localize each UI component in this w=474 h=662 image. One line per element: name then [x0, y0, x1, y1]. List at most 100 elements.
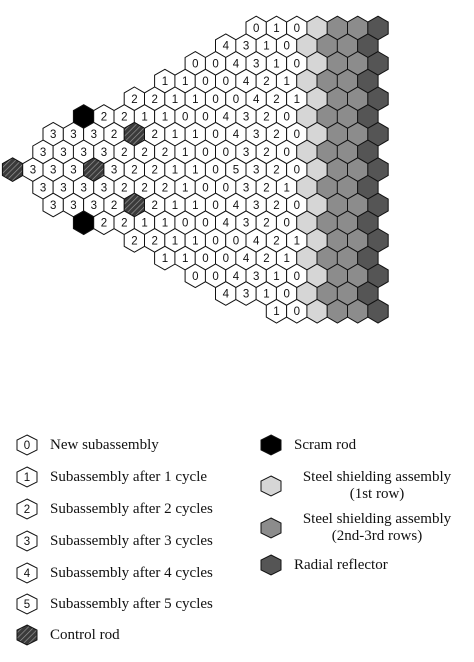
legend-steel-shielding-2nd-3rd-rows: Steel shielding assembly (2nd-3rd rows)	[258, 510, 462, 546]
svg-text:4: 4	[24, 568, 31, 580]
fuel-cycle-label-r1-c0: 4	[223, 41, 230, 53]
legend-label-radial-reflector: Radial reflector	[294, 556, 388, 573]
fuel-cycle-label-r9-c5: 2	[141, 182, 147, 194]
scram-rod-hexagon-icon	[260, 434, 282, 456]
fuel-cycle-label-r7-c4: 2	[121, 147, 127, 159]
fuel-cycle-label-r7-c2: 3	[80, 147, 86, 159]
fuel-cycle-label-r9-c7: 1	[182, 182, 188, 194]
fuel-cycle-label-r10-c3: 2	[111, 200, 117, 212]
fuel-cycle-label-r6-c1: 3	[70, 129, 76, 141]
fuel-cycle-label-r9-c12: 1	[283, 182, 289, 194]
legend-scram-rod: Scram rod	[258, 434, 356, 456]
fuel-cycle-label-r8-c5: 3	[111, 165, 117, 177]
legend-control-rod: Control rod	[14, 624, 120, 646]
fuel-cycle-label-r14-c1: 0	[212, 271, 218, 283]
fuel-cycle-label-r14-c3: 3	[253, 271, 259, 283]
fuel-cycle-label-r9-c11: 2	[263, 182, 269, 194]
fuel-cycle-label-r9-c2: 3	[80, 182, 86, 194]
fuel-cycle-label-r13-c2: 0	[202, 253, 208, 265]
fuel-cycle-label-r11-c10: 0	[283, 218, 289, 230]
fuel-cycle-label-r10-c10: 3	[253, 200, 259, 212]
fuel-cycle-label-r11-c7: 4	[223, 218, 230, 230]
fuel-cycle-label-r9-c8: 0	[202, 182, 208, 194]
fuel-cycle-label-r5-c2: 2	[121, 112, 127, 124]
fuel-cycle-label-r9-c0: 3	[40, 182, 46, 194]
legend-after-3-cycles: 3 Subassembly after 3 cycles	[14, 530, 213, 552]
fuel-cycle-label-r4-c0: 2	[131, 94, 137, 106]
fuel-cycle-label-r12-c5: 0	[233, 235, 239, 247]
legend-label-scram-rod: Scram rod	[294, 436, 357, 453]
hexagon-4-icon: 4	[16, 562, 38, 584]
fuel-cycle-label-r7-c8: 0	[202, 147, 208, 159]
fuel-cycle-label-r15-c2: 1	[263, 289, 269, 301]
control-rod-hexagon-icon	[16, 624, 38, 646]
fuel-cycle-label-r10-c8: 0	[212, 200, 218, 212]
legend-steel-shielding-1st-row: Steel shielding assembly (1st row)	[258, 468, 462, 504]
fuel-cycle-label-r5-c5: 0	[182, 112, 188, 124]
fuel-cycle-label-r4-c6: 4	[253, 94, 260, 106]
fuel-cycle-label-r14-c4: 1	[273, 271, 279, 283]
legend-after-1-cycle: 1 Subassembly after 1 cycle	[14, 466, 207, 488]
svg-text:5: 5	[24, 599, 30, 611]
fuel-cycle-label-r13-c3: 0	[223, 253, 229, 265]
fuel-cycle-label-r7-c11: 2	[263, 147, 269, 159]
fuel-cycle-label-r14-c2: 4	[233, 271, 240, 283]
fuel-cycle-label-r4-c2: 1	[172, 94, 178, 106]
fuel-cycle-label-r4-c5: 0	[233, 94, 239, 106]
fuel-cycle-label-r7-c7: 1	[182, 147, 188, 159]
legend-label-after-4-cycles: Subassembly after 4 cycles	[50, 564, 213, 581]
fuel-cycle-label-r3-c0: 1	[162, 76, 168, 88]
fuel-cycle-label-r7-c9: 0	[223, 147, 229, 159]
fuel-cycle-label-r7-c12: 0	[283, 147, 289, 159]
fuel-cycle-label-r9-c3: 3	[101, 182, 107, 194]
shield-2nd-3rd-rows-hexagon-icon	[260, 517, 282, 539]
fuel-cycle-label-r3-c1: 1	[182, 76, 188, 88]
hexagon-1-icon: 1	[16, 466, 38, 488]
hexagon-0-icon: 0	[16, 434, 38, 456]
fuel-cycle-label-r10-c5: 2	[151, 200, 157, 212]
fuel-cycle-label-r5-c4: 1	[162, 112, 168, 124]
fuel-cycle-label-r6-c12: 0	[294, 129, 300, 141]
fuel-cycle-label-r13-c5: 2	[263, 253, 269, 265]
fuel-cycle-label-r12-c4: 0	[212, 235, 218, 247]
fuel-cycle-label-r10-c11: 2	[273, 200, 279, 212]
fuel-cycle-label-r11-c8: 3	[243, 218, 249, 230]
svg-text:0: 0	[24, 440, 30, 452]
control-rod-hexagon-r8-c0	[1, 157, 24, 182]
reflector-hexagon-r16-c5	[367, 298, 389, 324]
fuel-cycle-label-r15-c1: 3	[243, 289, 249, 301]
legend-label-after-3-cycles: Subassembly after 3 cycles	[50, 532, 213, 549]
fuel-cycle-label-r0-c1: 1	[273, 23, 279, 35]
svg-text:2: 2	[24, 504, 30, 516]
legend-label-new-subassembly: New subassembly	[50, 436, 159, 453]
fuel-cycle-label-r2-c4: 1	[273, 58, 279, 70]
fuel-cycle-label-r14-c0: 0	[192, 271, 198, 283]
fuel-cycle-label-r6-c2: 3	[91, 129, 97, 141]
fuel-cycle-label-r2-c5: 0	[294, 58, 300, 70]
fuel-cycle-label-r11-c4: 1	[162, 218, 168, 230]
fuel-cycle-label-r6-c10: 3	[253, 129, 259, 141]
fuel-cycle-label-r13-c6: 1	[283, 253, 289, 265]
fuel-cycle-label-r12-c0: 2	[131, 235, 137, 247]
legend-label-after-2-cycles: Subassembly after 2 cycles	[50, 500, 213, 517]
fuel-cycle-label-r4-c3: 1	[192, 94, 198, 106]
fuel-cycle-label-r4-c4: 0	[212, 94, 218, 106]
hexagon-2-icon: 2	[16, 498, 38, 520]
fuel-cycle-label-r10-c2: 3	[91, 200, 97, 212]
fuel-cycle-label-r12-c7: 2	[273, 235, 279, 247]
fuel-cycle-label-r12-c3: 1	[192, 235, 198, 247]
fuel-cycle-label-r6-c11: 2	[273, 129, 279, 141]
fuel-cycle-label-r5-c1: 2	[101, 112, 107, 124]
fuel-cycle-label-r11-c9: 2	[263, 218, 269, 230]
fuel-cycle-label-r9-c6: 2	[162, 182, 168, 194]
fuel-cycle-label-r5-c3: 1	[141, 112, 147, 124]
fuel-cycle-label-r13-c1: 1	[182, 253, 188, 265]
fuel-cycle-label-r5-c10: 0	[283, 112, 289, 124]
fuel-cycle-label-r8-c7: 2	[151, 165, 157, 177]
fuel-cycle-label-r0-c0: 0	[253, 23, 259, 35]
fuel-cycle-label-r11-c3: 1	[141, 218, 147, 230]
fuel-cycle-label-r13-c4: 4	[243, 253, 250, 265]
fuel-cycle-label-r10-c12: 0	[294, 200, 300, 212]
fuel-cycle-label-r8-c1: 3	[30, 165, 36, 177]
